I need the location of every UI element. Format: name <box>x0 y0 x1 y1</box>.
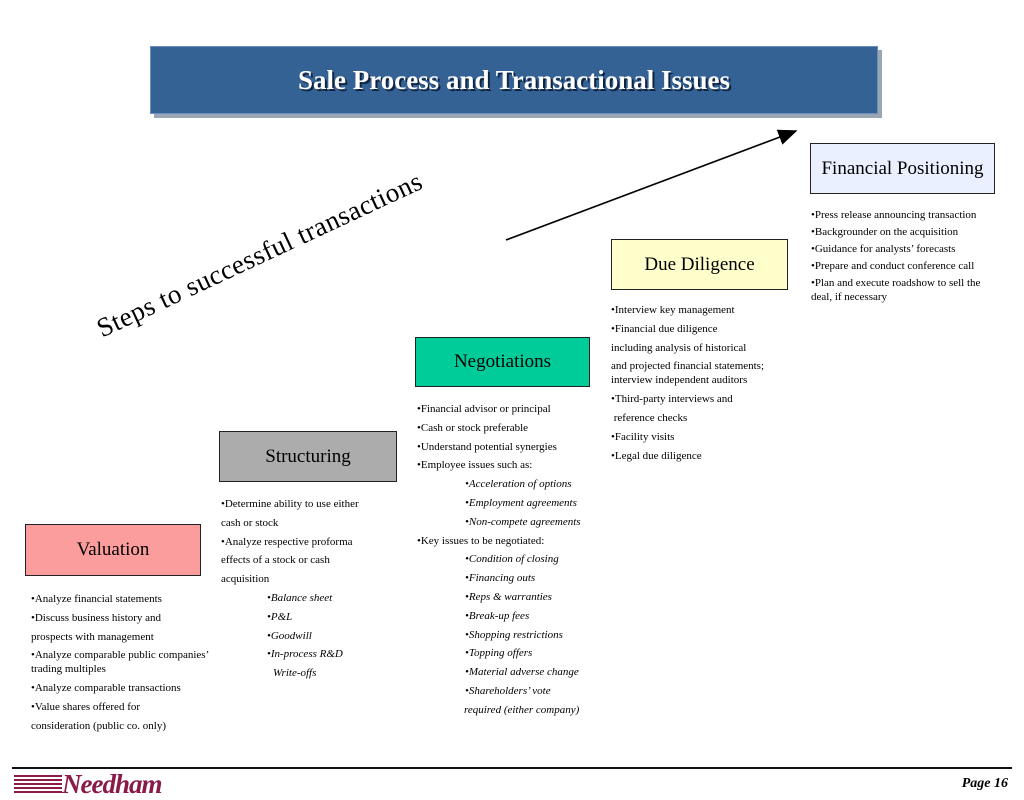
list-item: •Material adverse change <box>465 666 579 679</box>
financial-positioning-box: Financial Positioning <box>810 143 995 194</box>
list-item: •Employment agreements <box>465 496 577 509</box>
list-item: •Financial advisor or principal <box>417 403 551 415</box>
structuring-label: Structuring <box>265 445 351 467</box>
list-item: •Third-party interviews and <box>611 393 733 406</box>
list-item: •Topping offers <box>465 647 533 660</box>
list-item: •Interview key management <box>611 304 735 316</box>
financial-positioning-list: •Press release announcing transaction •B… <box>811 206 996 307</box>
footer-divider <box>12 767 1012 769</box>
list-item: prospects with management <box>31 630 154 643</box>
list-item: •Legal due diligence <box>611 449 702 462</box>
needham-logo-icon <box>14 775 62 793</box>
list-item: •Employee issues such as: <box>417 459 533 472</box>
list-item: •Cash or stock preferable <box>417 421 529 434</box>
list-item: •Reps & warranties <box>465 590 552 603</box>
page-title: Sale Process and Transactional Issues <box>297 64 731 95</box>
list-item: •Understand potential synergies <box>417 440 557 453</box>
valuation-label: Valuation <box>76 539 150 560</box>
list-item: Write-offs <box>273 667 317 680</box>
structuring-sub-list: •Balance sheet •P&L •Goodwill •In-proces… <box>267 589 387 683</box>
list-item: •Break-up fees <box>465 609 530 622</box>
list-item: •Analyze financial statements <box>31 593 162 605</box>
valuation-box: Valuation <box>25 524 201 576</box>
due-diligence-box: Due Diligence <box>611 239 788 290</box>
negotiations-box: Negotiations <box>415 337 590 387</box>
list-item: •Financial due diligence <box>611 322 718 335</box>
list-item: •Guidance for analysts’ forecasts <box>811 243 956 255</box>
list-item: •Determine ability to use either <box>221 498 359 510</box>
list-item: required (either company) <box>464 703 580 716</box>
negotiations-list: •Financial advisor or principal •Cash or… <box>417 400 607 720</box>
list-item: •Prepare and conduct conference call <box>811 260 975 272</box>
list-item: •In-process R&D <box>267 648 343 661</box>
list-item: •Analyze comparable transactions <box>31 682 181 695</box>
structuring-box: Structuring <box>219 431 397 482</box>
list-item: •Balance sheet <box>267 592 333 604</box>
list-item: •Goodwill <box>267 629 312 642</box>
list-item: •Non-compete agreements <box>465 515 581 528</box>
list-item: •Backgrounder on the acquisition <box>811 226 959 238</box>
list-item: •Analyze respective proforma <box>221 535 353 548</box>
list-item: •P&L <box>267 610 293 623</box>
title-banner: Sale Process and Transactional Issues <box>150 46 878 114</box>
list-item: •Value shares offered for <box>31 701 141 714</box>
list-item: cash or stock <box>221 516 279 529</box>
list-item: reference checks <box>611 412 688 425</box>
list-item: acquisition <box>221 573 270 586</box>
due-diligence-label: Due Diligence <box>644 253 755 275</box>
list-item: •Acceleration of options <box>465 478 572 491</box>
list-item: •Facility visits <box>611 430 675 443</box>
logo-text: Needham <box>62 769 162 799</box>
negotiations-label: Negotiations <box>453 351 552 372</box>
list-item: and projected financial statements; inte… <box>611 360 765 387</box>
due-diligence-list: •Interview key management •Financial due… <box>611 301 793 466</box>
list-item: •Analyze comparable public companies’ tr… <box>31 649 209 676</box>
valuation-list: •Analyze financial statements •Discuss b… <box>31 590 241 736</box>
list-item: •Financing outs <box>465 572 536 585</box>
list-item: •Press release announcing transaction <box>811 209 977 221</box>
list-item: •Plan and execute roadshow to sell the d… <box>811 277 981 303</box>
list-item: including analysis of historical <box>611 341 747 354</box>
list-item: •Shopping restrictions <box>465 628 563 641</box>
list-item: •Key issues to be negotiated: <box>417 534 545 547</box>
page-number: Page 16 <box>961 776 1008 791</box>
structuring-list: •Determine ability to use either cash or… <box>221 495 401 589</box>
list-item: effects of a stock or cash <box>221 554 330 567</box>
list-item: •Shareholders’ vote <box>465 684 551 697</box>
list-item: consideration (public co. only) <box>31 719 167 732</box>
list-item: •Discuss business history and <box>31 611 162 624</box>
financial-positioning-label: Financial Positioning <box>821 157 984 179</box>
list-item: •Condition of closing <box>465 553 559 566</box>
